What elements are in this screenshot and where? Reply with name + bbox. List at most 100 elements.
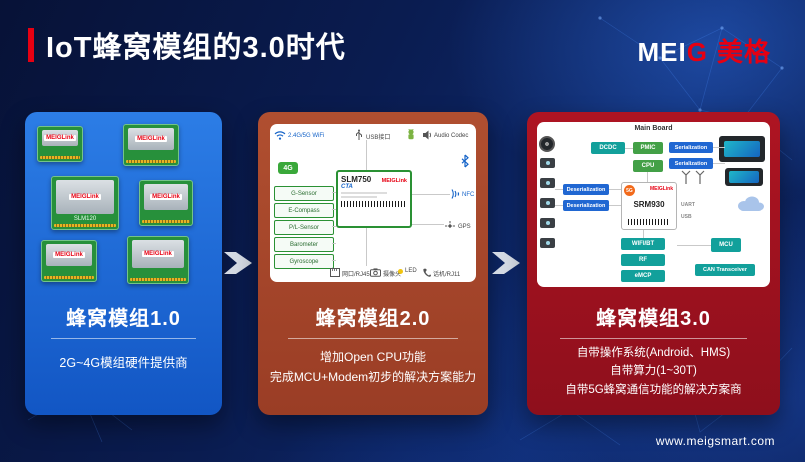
led-icon <box>398 268 403 274</box>
deserialization-block: Deserialization <box>563 200 609 211</box>
4g-badge: 4G <box>278 162 298 174</box>
connector-line <box>713 163 725 164</box>
module-shield: MEIGLink <box>46 244 92 266</box>
camera-lens <box>545 221 550 225</box>
srm930-module: 5G MEIGLink SRM930 <box>621 182 677 230</box>
connector-line <box>555 189 563 190</box>
serialization-block: Serialization <box>669 142 713 153</box>
usb-label: USB <box>681 214 692 220</box>
module-photo: MEIGLink <box>41 240 97 282</box>
card-module-3-0: Main Board DCDC PMIC CPU Serialization S… <box>527 112 780 415</box>
display-screen <box>728 171 760 183</box>
antenna-icon <box>681 170 691 189</box>
title-accent-bar <box>28 28 34 62</box>
wifi-icon <box>274 130 286 142</box>
chip-barcode <box>341 201 407 207</box>
steering-wheel-icon <box>539 136 555 152</box>
module-model-label <box>126 151 176 159</box>
connector-line <box>609 205 621 206</box>
camera-icon <box>540 158 555 168</box>
phone-label: 话机/RJ11 <box>433 272 461 278</box>
instrument-display-icon <box>725 168 763 186</box>
phone-peripheral: 话机/RJ11 <box>422 268 460 279</box>
module-photo: MEIGLink <box>37 126 83 162</box>
card3-desc-line1: 自带操作系统(Android、HMS) <box>576 347 731 359</box>
usb-label: USB接口 <box>366 134 391 141</box>
arrow-right-icon <box>224 246 254 285</box>
module-brand-label: MEIGLink <box>53 252 85 258</box>
nfc-label: NFC <box>462 192 475 198</box>
usb-peripheral: USB接口 <box>354 129 390 143</box>
connector-line <box>412 194 450 195</box>
connector-line <box>625 148 633 149</box>
module-pins <box>54 224 116 227</box>
website-url: www.meigsmart.com <box>655 434 775 448</box>
audio-peripheral: Audio Codec <box>422 130 468 142</box>
module-brand-label: MEIGLink <box>44 135 76 141</box>
connector-line <box>677 245 711 246</box>
arrow-right-icon <box>492 246 522 285</box>
sensor-box: Barometer <box>274 237 334 252</box>
connector-line <box>713 147 725 148</box>
rf-block: RF <box>621 254 665 266</box>
connector-line <box>332 209 336 210</box>
connector-line <box>366 140 367 170</box>
card2-title: 蜂窝模组2.0 <box>315 308 431 330</box>
cpu-block: CPU <box>633 160 663 172</box>
nfc-icon <box>450 188 460 202</box>
connector-line <box>647 172 648 182</box>
connector-line <box>366 228 367 266</box>
satellite-icon <box>444 220 456 234</box>
camera-lens <box>545 201 550 205</box>
module-pins <box>44 276 94 279</box>
serialization-block: Serialization <box>669 158 713 169</box>
main-board-title: Main Board <box>634 125 673 132</box>
card1-description: 2G~4G模组硬件提供商 <box>59 356 188 370</box>
wifi-peripheral: 2.4G/5G WiFi <box>274 130 324 142</box>
pmic-block: PMIC <box>633 142 663 154</box>
dashboard-screen <box>723 140 761 158</box>
sensor-box: E-Compass <box>274 203 334 218</box>
speaker-icon <box>422 130 432 142</box>
rj45-port-icon <box>330 268 340 279</box>
wifibt-block: WIFI/BT <box>621 238 665 250</box>
header: IoT蜂窝模组的3.0时代 <box>28 24 346 66</box>
connector-line <box>332 243 336 244</box>
logo-mei: MEI <box>637 37 687 67</box>
chip-text-line <box>341 192 388 194</box>
camera-lens <box>545 161 550 165</box>
card-module-1-0: MEIGLink MEIGLink MEIGLink SLM120 MEIGLi… <box>25 112 222 415</box>
module-photo: MEIGLink <box>123 124 179 166</box>
srm930-brand-label: MEIGLink <box>649 186 673 192</box>
card1-divider <box>50 338 197 339</box>
camera-icon <box>540 238 555 248</box>
antenna-icon <box>695 170 705 189</box>
gps-label: GPS <box>458 224 471 230</box>
nfc-peripheral: NFC <box>450 188 474 202</box>
card2-divider <box>287 338 459 339</box>
gps-peripheral: GPS <box>444 220 471 234</box>
deserialization-block: Deserialization <box>563 184 609 195</box>
card3-title: 蜂窝模组3.0 <box>596 308 711 330</box>
sensor-box: G-Sensor <box>274 186 334 201</box>
card3-desc-line3: 自带5G蜂窝通信功能的解决方案商 <box>565 383 742 396</box>
module-barcode <box>628 219 670 225</box>
module-shield: MEIGLink <box>42 130 78 146</box>
logo-g: G <box>686 37 708 67</box>
module-brand-label: MEIGLink <box>150 194 182 200</box>
uart-label: UART <box>681 202 695 208</box>
connector-line <box>555 205 563 206</box>
connector-line <box>643 230 644 238</box>
led-label: LED <box>405 268 417 274</box>
mcu-block: MCU <box>711 238 741 252</box>
chip-text-line <box>341 196 378 198</box>
card3-desc-line2: 自带算力(1~30T) <box>610 365 697 378</box>
phone-handset-icon <box>422 268 431 279</box>
camera-label: 摄像头 <box>383 272 402 278</box>
connector-line <box>332 192 336 193</box>
slm750-module: SLM750 MEIGLink CTA <box>336 170 412 228</box>
card2-description: 增加Open CPU功能 完成MCU+Modem初步的解决方案能力 <box>258 348 488 388</box>
card2-desc-line1: 增加Open CPU功能 <box>319 350 427 364</box>
module-shield: MEIGLink <box>144 184 188 210</box>
